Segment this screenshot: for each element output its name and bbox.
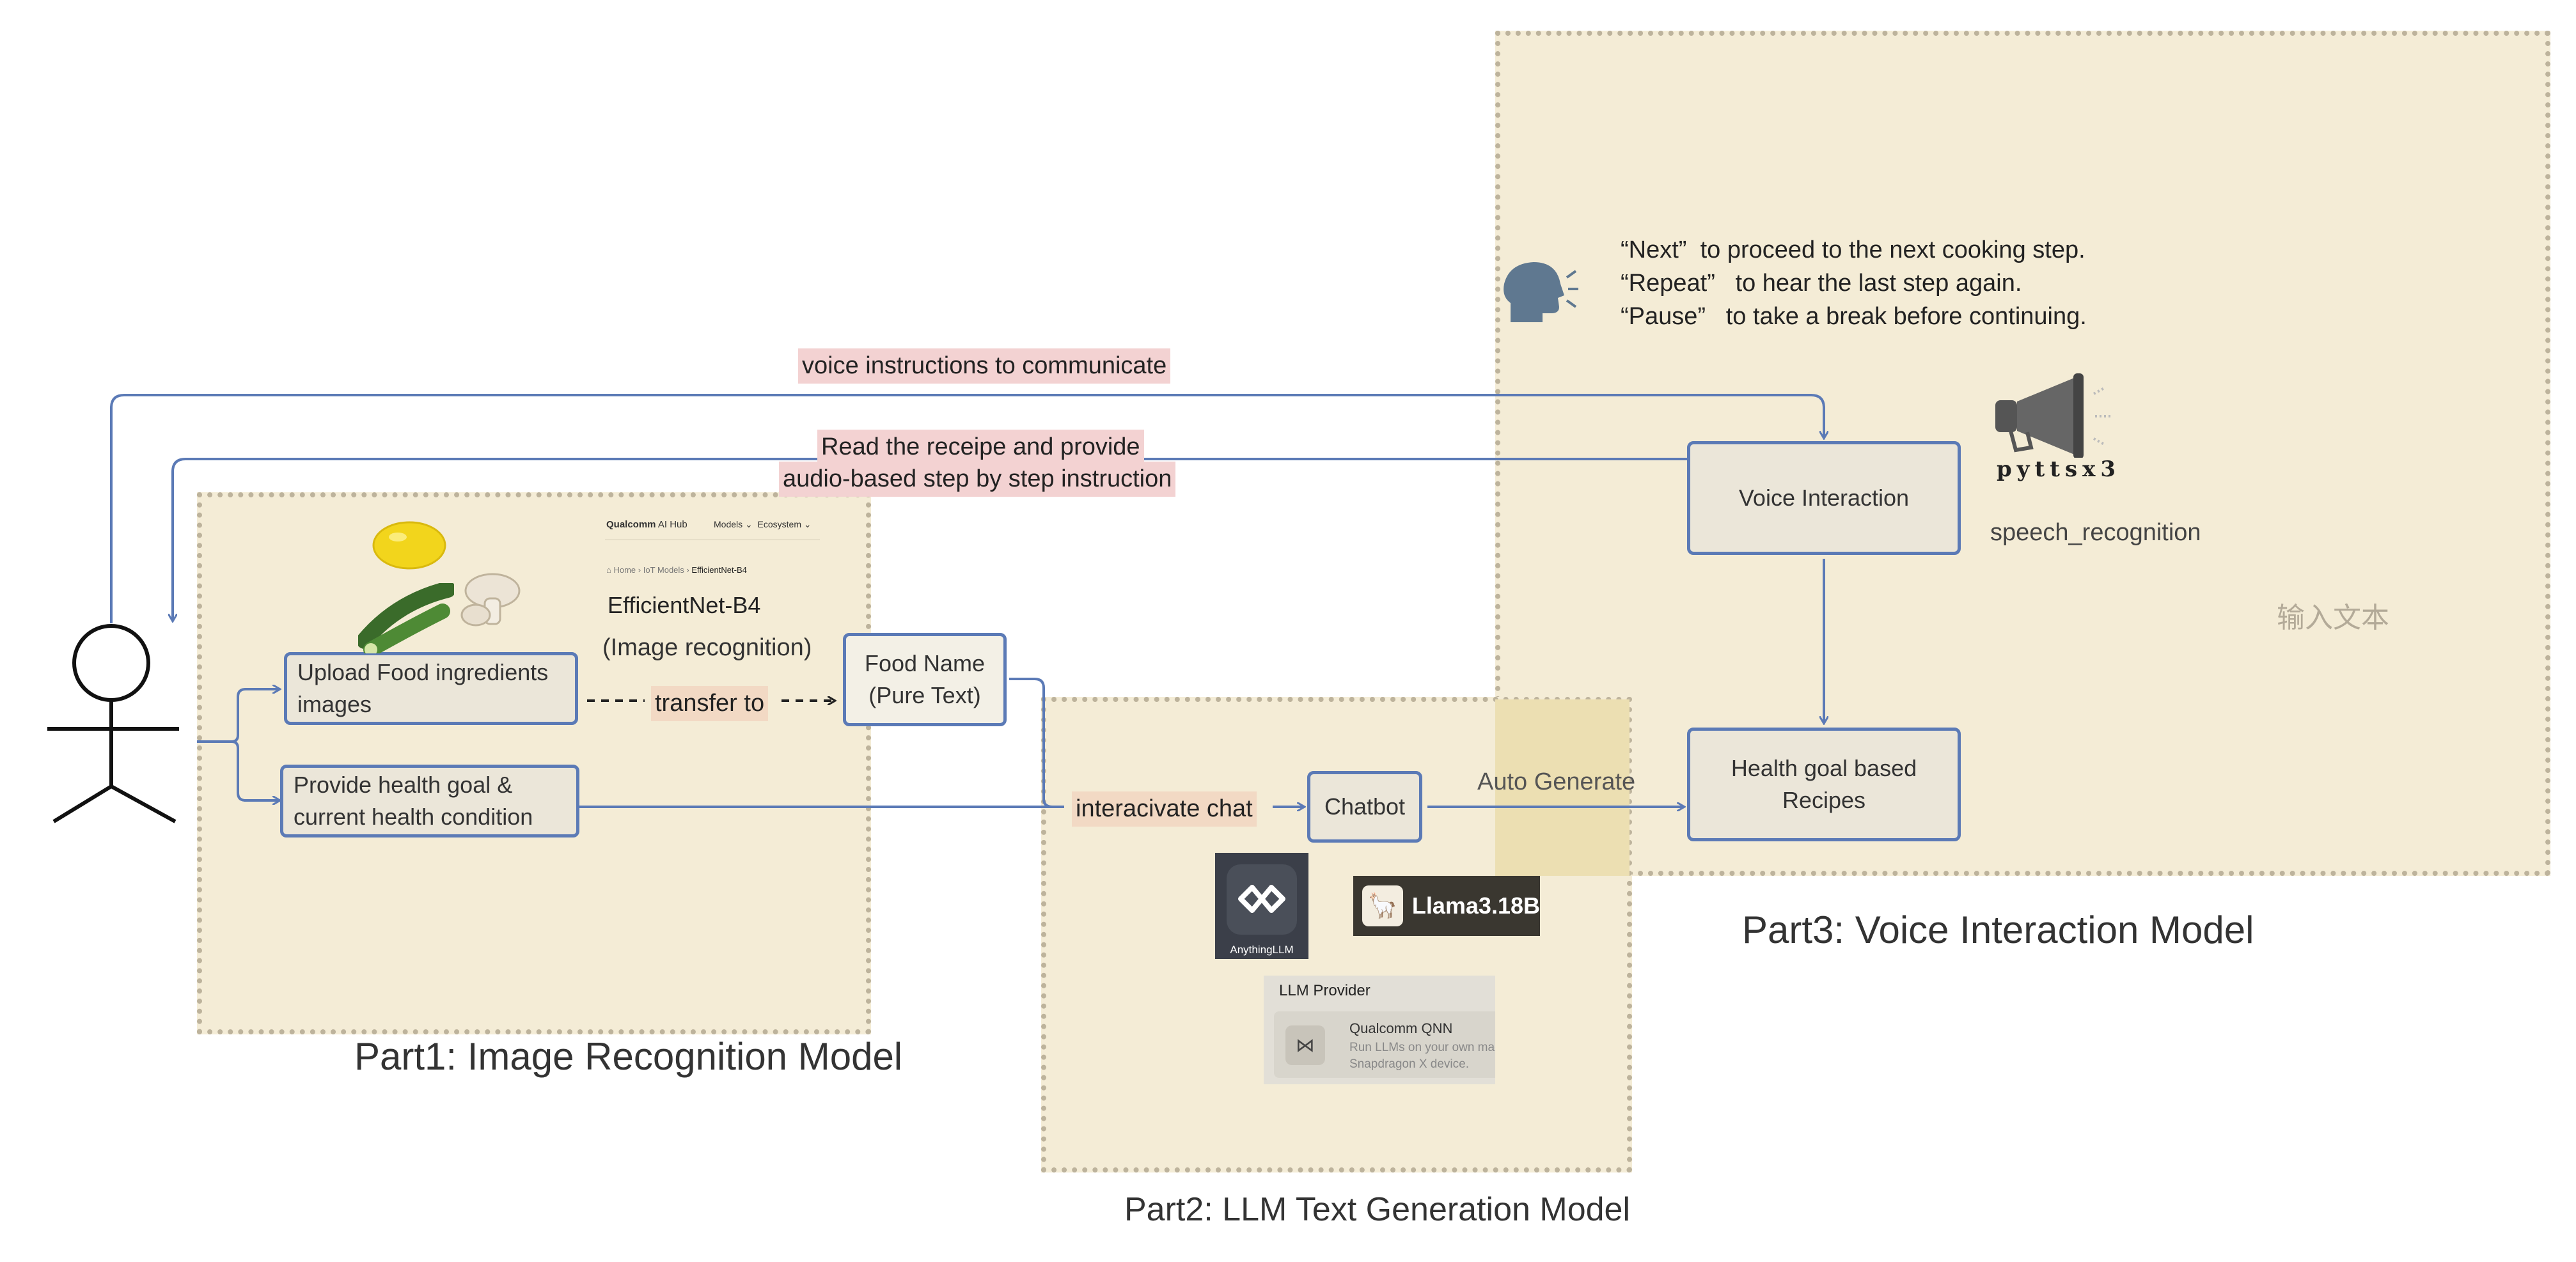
crumb-current: EfficientNet-B4: [691, 565, 747, 575]
anythingllm-logo: AnythingLLM: [1215, 853, 1308, 959]
llm-provider-title: LLM Provider: [1279, 982, 1370, 999]
qnn-desc-1: Run LLMs on your own mach: [1349, 1041, 1495, 1054]
llm-provider-card: LLM Provider ⋈ Qualcomm QNN Run LLMs on …: [1264, 976, 1495, 1084]
anythingllm-label: AnythingLLM: [1230, 944, 1294, 956]
read-receipe-arrow: [173, 458, 1687, 621]
qnn-name: Qualcomm QNN: [1349, 1020, 1453, 1036]
auto-generate-label: Auto Generate: [1477, 768, 1636, 795]
user-actor-icon: [47, 624, 179, 823]
transfer-to-label: transfer to: [651, 686, 769, 722]
speech-recognition-label: speech_recognition: [1990, 519, 2201, 546]
nav-models[interactable]: Models: [714, 519, 743, 529]
read-receipe-label-1: Read the receipe and provide: [817, 430, 1144, 465]
qnn-desc-2: Snapdragon X device.: [1349, 1057, 1469, 1071]
part3-title: Part3: Voice Interaction Model: [1742, 908, 2254, 951]
interactive-chat-label: interacivate chat: [1072, 791, 1257, 827]
panel-overlap: [1495, 699, 1630, 876]
home-icon: ⌂: [606, 565, 611, 575]
part3-panel: [1495, 31, 2550, 876]
model-card: Qualcomm AI Hub Models ⌄ Ecosystem ⌄ ⌂ H…: [602, 511, 822, 671]
voice-instructions-label: voice instructions to communicate: [798, 348, 1171, 384]
model-subtitle: (Image recognition): [602, 634, 812, 661]
placeholder-text: 输入文本: [2277, 602, 2389, 634]
food-name-to-chat: [1009, 678, 1064, 808]
anythingllm-icon: [1227, 864, 1297, 935]
voice-command-pause: “Pause” to take a break before continuin…: [1621, 303, 2087, 330]
health-goal-input-node: Provide health goal &current health cond…: [280, 765, 579, 837]
pyttsx3-logo: pyttsx3: [1991, 368, 2119, 490]
person-branch-2: [231, 740, 280, 800]
mushroom-icon: [460, 573, 521, 627]
qnn-icon: ⋈: [1285, 1025, 1325, 1065]
voice-instructions-arrow: [110, 394, 1824, 623]
qualcomm-brand: Qualcomm: [606, 519, 656, 530]
zucchini-icon: [358, 583, 454, 653]
megaphone-icon: [1995, 373, 2113, 459]
llama-logo: 🦙 Llama3.18B: [1353, 876, 1540, 936]
food-name-node: Food Name(Pure Text): [843, 633, 1007, 726]
crumb-iot[interactable]: IoT Models: [643, 565, 684, 575]
voice-command-next: “Next” to proceed to the next cooking st…: [1621, 237, 2085, 263]
llama-label: Llama3.18B: [1411, 892, 1540, 919]
read-receipe-label-2: audio-based step by step instruction: [779, 462, 1176, 497]
crumb-home[interactable]: Home: [613, 565, 636, 575]
lemon-icon: [372, 521, 446, 570]
nav-ecosystem[interactable]: Ecosystem: [757, 519, 802, 529]
voice-command-repeat: “Repeat” to hear the last step again.: [1621, 270, 2022, 297]
part1-panel: [197, 492, 871, 1034]
voice-interaction-node: Voice Interaction: [1687, 441, 1961, 555]
speaking-head-icon: [1504, 262, 1578, 322]
llama-icon: 🦙: [1362, 885, 1403, 926]
ai-hub-label: AI Hub: [657, 519, 687, 530]
chatbot-node: Chatbot: [1307, 771, 1422, 843]
model-title: EfficientNet-B4: [608, 592, 761, 618]
part1-title: Part1: Image Recognition Model: [354, 1035, 903, 1078]
part2-title: Part2: LLM Text Generation Model: [1124, 1191, 1631, 1228]
person-branch: [197, 689, 280, 743]
pyttsx3-label: pyttsx3: [1997, 456, 2121, 482]
